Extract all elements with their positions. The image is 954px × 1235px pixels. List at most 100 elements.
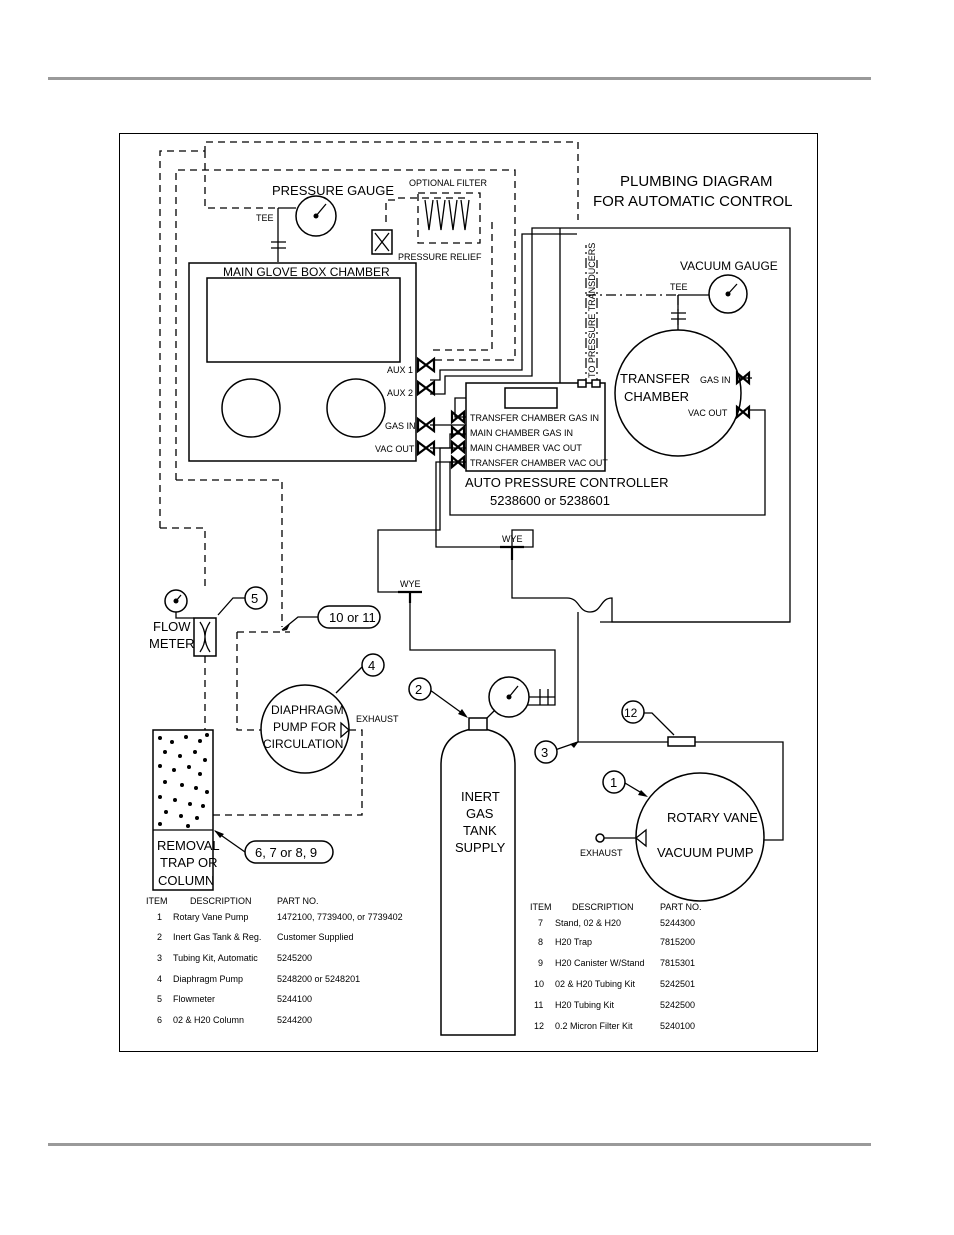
controller-display [504, 387, 558, 409]
table-row-item: 5 [157, 994, 162, 1004]
callout6789-arrow [214, 830, 224, 838]
callout5-leader [217, 597, 245, 616]
table-row-item: 8 [538, 937, 543, 947]
top-rule [48, 77, 871, 80]
transducer-port-1 [577, 379, 587, 388]
vac-out-label: VAC OUT [375, 444, 415, 454]
callout-12-bubble [621, 700, 645, 724]
parts-left-header-desc: DESCRIPTION [190, 896, 252, 906]
bottom-rule [48, 1143, 871, 1146]
parts-left-header-item: ITEM [146, 896, 168, 906]
table-row-part: 7815200 [660, 937, 695, 947]
aux-lines [430, 227, 791, 623]
callout-4-bubble [361, 653, 385, 677]
controller-part-no: 5238600 or 5238601 [490, 493, 610, 508]
callout1-arrow [638, 790, 648, 797]
callout-1-text: 1 [610, 775, 617, 790]
vane-exhaust-label: EXHAUST [580, 848, 623, 858]
table-row-part: 5248200 or 5248201 [277, 974, 360, 984]
table-row-item: 3 [157, 953, 162, 963]
trap-label-line1: REMOVAL [157, 838, 220, 853]
table-row-part: Customer Supplied [277, 932, 354, 942]
inert-gas-tank [440, 727, 516, 1036]
pressure-gauge-hub [313, 213, 319, 219]
table-row-desc: H20 Trap [555, 937, 592, 947]
chamber-valves [416, 356, 436, 457]
table-row-item: 7 [538, 918, 543, 928]
dashed-loop-aux1 [175, 169, 516, 480]
removal-trap [152, 729, 214, 891]
callout3-arrow [570, 741, 579, 748]
vacuum-tee-line [586, 294, 679, 330]
table-row-desc: H20 Tubing Kit [555, 1000, 615, 1010]
vane-exhaust-port [595, 833, 605, 843]
callout-5-bubble [244, 586, 268, 610]
regulator-gauge-hub [506, 694, 512, 700]
table-row-part: 5242500 [660, 1000, 695, 1010]
table-row-part: 5244300 [660, 918, 695, 928]
pressure-gauge-needle [315, 203, 327, 217]
table-row-item: 12 [534, 1021, 544, 1031]
diagram-title-line1: PLUMBING DIAGRAM [620, 173, 773, 190]
pump-exhaust-label: EXHAUST [356, 714, 399, 724]
glove-port-right [326, 378, 386, 438]
tank-label-line1: INERT [461, 789, 500, 804]
glove-port-left [221, 378, 281, 438]
wye-left-label: WYE [400, 579, 421, 589]
regulator-fitting [486, 689, 555, 719]
circulation-loop [204, 631, 363, 816]
to-pressure-transducers-label: TO PRESSURE TRANSDUCERS [587, 243, 597, 378]
tee-right-icon [671, 294, 709, 330]
vacuum-gauge-hub [725, 291, 731, 297]
table-row-desc: H20 Canister W/Stand [555, 958, 645, 968]
flowmeter-icon [199, 621, 211, 653]
callout-10-11-bubble [317, 605, 381, 629]
table-row-desc: Diaphragm Pump [173, 974, 243, 984]
table-row-desc: 02 & H20 Column [173, 1015, 244, 1025]
parts-list-right: ITEM DESCRIPTION PART NO. 7 Stand, 02 & … [530, 902, 702, 1031]
callout-2-bubble [408, 677, 432, 701]
diagram-frame [119, 133, 818, 1052]
tee-top-icon [271, 207, 296, 262]
callout-6789-text: 6, 7 or 8, 9 [255, 845, 317, 860]
line-tank [409, 592, 556, 706]
trap-media-dots [158, 733, 209, 828]
table-row-item: 11 [534, 1000, 543, 1010]
diaphragm-pump [260, 684, 350, 774]
controller-valves [450, 409, 466, 470]
dashed-to-flowmeter [160, 527, 206, 590]
callout2-arrow [458, 709, 468, 718]
callout-4-text: 4 [368, 658, 375, 673]
table-row-desc: Flowmeter [173, 994, 215, 1004]
table-row-item: 1 [157, 912, 162, 922]
transfer-chamber-line1: TRANSFER [620, 371, 690, 386]
vacuum-gauge-label: VACUUM GAUGE [680, 259, 778, 273]
dashed-filter-lines [385, 197, 493, 351]
diagram-title-line2: FOR AUTOMATIC CONTROL [593, 193, 792, 210]
optional-filter-label: OPTIONAL FILTER [409, 178, 488, 188]
trap-label-line2: TRAP OR [160, 855, 218, 870]
parts-right-header-part: PART NO. [660, 902, 702, 912]
table-row-desc: 02 & H20 Tubing Kit [555, 979, 636, 989]
micron-filter [667, 736, 696, 747]
gas-in-label: GAS IN [385, 421, 416, 431]
callout-12-text: 12 [624, 706, 638, 720]
table-row-item: 9 [538, 958, 543, 968]
rotary-vane-pump [635, 772, 765, 902]
table-row-item: 4 [157, 974, 162, 984]
main-chamber-label: MAIN GLOVE BOX CHAMBER [223, 265, 390, 279]
controller-port1: TRANSFER CHAMBER GAS IN [470, 413, 599, 423]
table-row-desc: Inert Gas Tank & Reg. [173, 932, 261, 942]
callout-6789-bubble [244, 840, 334, 864]
chamber-window [206, 277, 401, 363]
table-row-part: 7815301 [660, 958, 695, 968]
callout10-arrow [282, 624, 290, 631]
table-row-desc: Stand, 02 & H20 [555, 918, 621, 928]
table-row-part: 5240100 [660, 1021, 695, 1031]
table-row-part: 5244100 [277, 994, 312, 1004]
tee-right-label: TEE [670, 282, 688, 292]
callout10-leader [281, 616, 318, 631]
callout-3-bubble [534, 740, 558, 764]
vane-label-line1: ROTARY VANE [667, 810, 758, 825]
